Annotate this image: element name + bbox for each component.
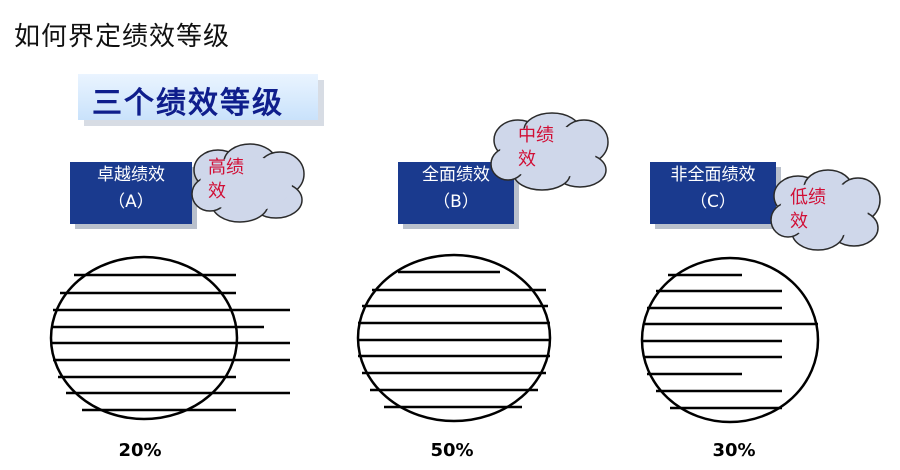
cloud-shape [490, 112, 609, 191]
circle-c [640, 256, 820, 424]
cloud-b: 中绩 效 [488, 110, 614, 194]
cloud-c: 低绩 效 [768, 166, 886, 254]
grade-name: 全面绩效 [422, 165, 490, 185]
percent-a: 20% [118, 440, 162, 461]
circle-b [356, 253, 552, 423]
banner-title: 三个绩效等级 [92, 86, 284, 121]
grade-name: 卓越绩效 [97, 165, 165, 185]
grade-box-c: 非全面绩效 （C） [650, 162, 776, 224]
cloud-shape [191, 143, 305, 223]
grade-box-a: 卓越绩效 （A） [70, 162, 192, 224]
circle-a [49, 255, 290, 421]
cloud-a: 高绩 效 [188, 140, 310, 226]
cloud-shape [770, 169, 881, 251]
banner: 三个绩效等级 [78, 74, 318, 121]
grade-code: （C） [690, 192, 736, 212]
slide-title: 如何界定绩效等级 [14, 22, 231, 52]
grade-name: 非全面绩效 [670, 165, 756, 185]
cloud-label: 低绩 效 [790, 187, 826, 232]
cloud-label: 中绩 效 [518, 125, 554, 170]
percent-b: 50% [430, 440, 474, 461]
cloud-label: 高绩 效 [208, 157, 244, 202]
percent-c: 30% [712, 440, 756, 461]
grade-code: （B） [433, 192, 479, 212]
grade-box-b: 全面绩效 （B） [398, 162, 514, 224]
grade-code: （A） [108, 192, 154, 212]
